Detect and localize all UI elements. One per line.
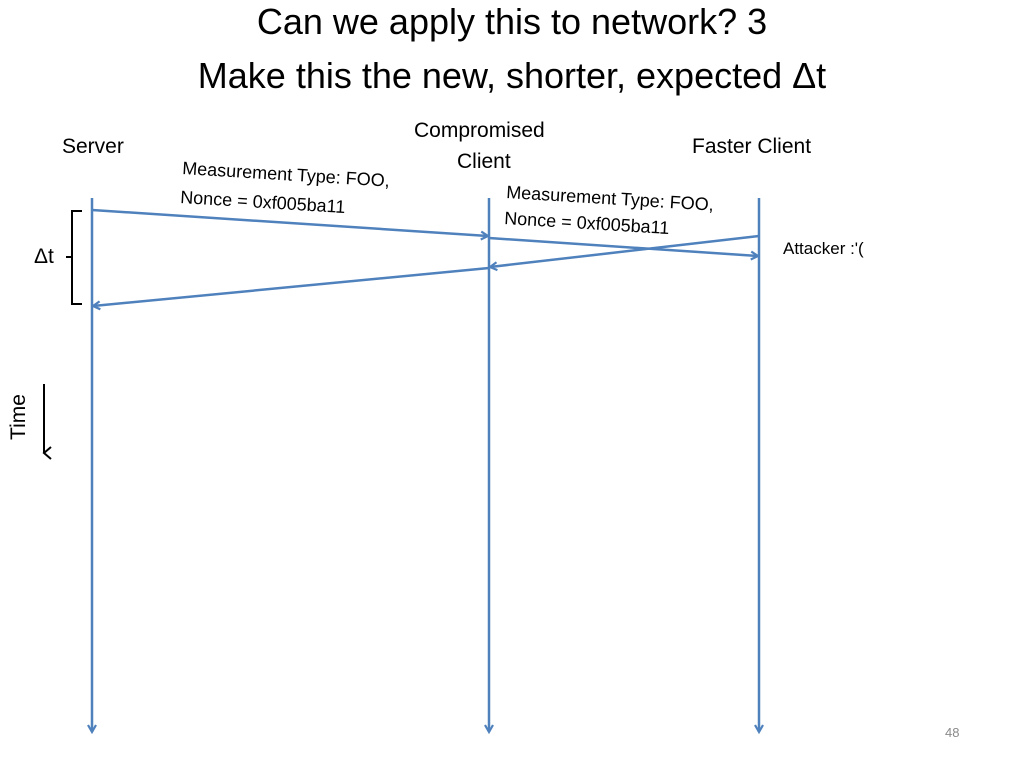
slide-title-line-2: Make this the new, shorter, expected Δt — [197, 55, 827, 96]
compromised-client-label-line-1: Compromised — [414, 119, 545, 142]
server-to-compromised-arrow — [91, 208, 488, 236]
page-number: 48 — [945, 725, 960, 740]
compromised-to-server-arrow — [93, 266, 490, 306]
faster-client-label: Faster Client — [692, 135, 812, 158]
delta-t-label: Δt — [34, 245, 54, 268]
faster-to-compromised-arrow — [490, 234, 760, 267]
attacker-label: Attacker :'( — [783, 239, 864, 258]
server-label: Server — [62, 135, 124, 158]
compromised-client-label-line-2: Client — [457, 150, 511, 173]
delta-t-brace — [66, 210, 82, 305]
slide-title-line-1: Can we apply this to network? 3 — [256, 1, 768, 42]
time-label: Time — [7, 394, 30, 440]
compromised-to-faster-arrow — [488, 236, 758, 256]
